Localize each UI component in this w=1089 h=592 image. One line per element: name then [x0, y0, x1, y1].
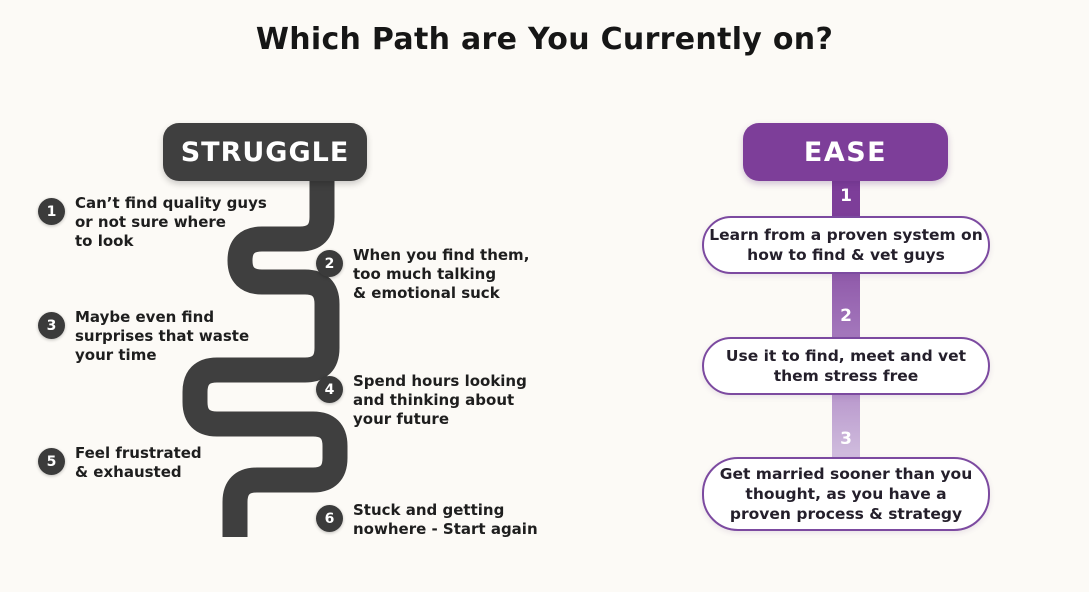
struggle-item-6-text: Stuck and getting nowhere - Start again	[353, 501, 538, 538]
struggle-item-4-number-badge: 4	[316, 376, 343, 403]
struggle-item-2-text: When you find them, too much talking & e…	[353, 246, 530, 302]
struggle-header: STRUGGLE	[163, 123, 367, 181]
struggle-item-1: 1 Can’t find quality guys or not sure wh…	[38, 194, 267, 251]
page-title: Which Path are You Currently on?	[255, 22, 834, 57]
struggle-item-4: 4 Spend hours looking and thinking about…	[316, 372, 527, 429]
struggle-item-2: 2 When you find them, too much talking &…	[316, 246, 529, 303]
ease-step-2-number: 2	[840, 306, 852, 326]
struggle-item-5-text: Feel frustrated & exhausted	[75, 444, 202, 481]
struggle-item-2-number-badge: 2	[316, 250, 343, 277]
struggle-item-1-text: Can’t find quality guys or not sure wher…	[75, 194, 267, 250]
struggle-header-label: STRUGGLE	[180, 136, 350, 168]
ease-header-label: EASE	[803, 136, 888, 168]
ease-step-3-pill: Get married sooner than you thought, as …	[702, 457, 990, 531]
struggle-item-3: 3 Maybe even find surprises that waste y…	[38, 308, 249, 365]
struggle-item-5-number-badge: 5	[38, 448, 65, 475]
ease-step-1-number: 1	[840, 186, 852, 206]
struggle-item-3-number-badge: 3	[38, 312, 65, 339]
struggle-item-1-number-badge: 1	[38, 198, 65, 225]
struggle-item-4-text: Spend hours looking and thinking about y…	[353, 372, 527, 428]
struggle-item-5: 5 Feel frustrated & exhausted	[38, 444, 202, 482]
struggle-item-6: 6 Stuck and getting nowhere - Start agai…	[316, 501, 538, 539]
struggle-item-3-text: Maybe even find surprises that waste you…	[75, 308, 250, 364]
ease-step-2-pill: Use it to find, meet and vet them stress…	[702, 337, 990, 395]
ease-step-3-number: 3	[840, 429, 852, 449]
ease-step-1-pill: Learn from a proven system on how to fin…	[702, 216, 990, 274]
struggle-item-6-number-badge: 6	[316, 505, 343, 532]
ease-header: EASE	[743, 123, 948, 181]
